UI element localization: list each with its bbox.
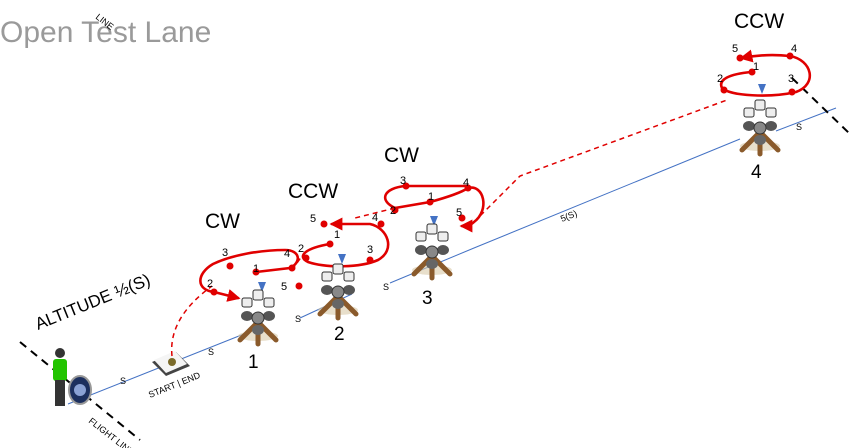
segment-label: S (295, 314, 301, 324)
position-marker (338, 254, 346, 264)
point-label: 3 (400, 175, 406, 187)
station-1: CW 1 2 3 4 5 1 (199, 210, 303, 373)
drone-icon (238, 290, 278, 344)
station-2: CCW 1 2 3 4 5 2 (288, 180, 390, 345)
loop-path (719, 49, 812, 97)
point-label: 1 (753, 61, 759, 73)
position-marker (430, 216, 438, 226)
point-label: 2 (207, 278, 213, 290)
station-number: 3 (422, 288, 433, 309)
point-label: 5 (281, 281, 287, 293)
long-segment-label: 5(S) (559, 208, 579, 224)
transition-path (354, 207, 396, 219)
point-label: 5 (456, 207, 462, 219)
point-label: 3 (222, 247, 228, 259)
loop-path (301, 217, 390, 268)
point-label: 1 (428, 191, 434, 203)
station-number: 1 (248, 352, 259, 373)
transmitter-icon (68, 375, 92, 405)
point-label: 4 (284, 248, 290, 260)
station-4: CCW 1 2 3 4 5 4 (717, 10, 812, 183)
position-marker (758, 84, 766, 94)
point-label: 4 (463, 177, 469, 189)
point-label: 1 (334, 229, 340, 241)
drone-icon (412, 224, 452, 278)
transition-path (473, 99, 728, 223)
position-marker (258, 282, 266, 292)
segment-label: S (208, 347, 214, 357)
flight-line-label: FLIGHT LINE (87, 416, 136, 448)
pilot-figure (53, 348, 67, 406)
drone-icon (740, 100, 780, 154)
point-label: 3 (788, 73, 794, 85)
point-label: 1 (253, 263, 259, 275)
loop-path (199, 248, 299, 302)
altitude-label: ALTITUDE ½(S) (32, 270, 153, 333)
direction-label: CCW (288, 180, 338, 203)
point-label: 4 (372, 212, 378, 224)
direction-label: CCW (734, 10, 784, 33)
direction-label: CW (205, 210, 240, 233)
page-title: Open Test Lane (0, 16, 211, 49)
point-label: 5 (732, 43, 738, 55)
climb-path (170, 285, 213, 357)
segment-label: S (383, 282, 389, 292)
point-label: 3 (367, 244, 373, 256)
segment-label: S (120, 376, 126, 386)
drone-icon (318, 264, 358, 318)
point-label: 2 (717, 73, 723, 85)
loop-path (393, 186, 485, 233)
point-label: 5 (310, 213, 316, 225)
segment-label: S (796, 122, 802, 132)
station-number: 2 (334, 324, 345, 345)
point-label: 2 (298, 243, 304, 255)
station-3: CW 1 2 3 4 5 3 (383, 144, 485, 309)
station-number: 4 (751, 162, 762, 183)
point-label: 4 (791, 43, 797, 55)
start-pad (152, 351, 190, 376)
point-label: 2 (390, 205, 396, 217)
direction-label: CW (384, 144, 419, 167)
loop-path (383, 184, 468, 210)
start-end-label: START | END (147, 370, 202, 400)
